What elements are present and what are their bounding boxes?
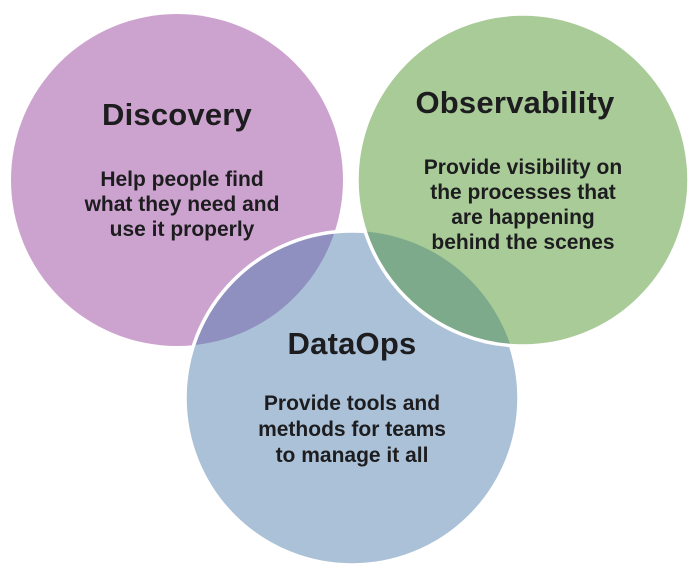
dataops-description-line: methods for teams bbox=[258, 418, 446, 441]
observability-description-line: the processes that bbox=[430, 181, 616, 204]
discovery-description-line: use it properly bbox=[109, 218, 255, 241]
observability-description-line: Provide visibility on bbox=[423, 156, 623, 179]
dataops-description-line: Provide tools and bbox=[263, 392, 441, 415]
discovery-description: Help people find what they need and use … bbox=[32, 167, 332, 242]
discovery-dataops-overlap bbox=[185, 231, 343, 346]
dataops-description: Provide tools and methods for teams to m… bbox=[202, 391, 502, 469]
dataops-description-line: to manage it all bbox=[275, 444, 429, 467]
dataops-title: DataOps bbox=[287, 326, 417, 361]
discovery-description-line: Help people find bbox=[100, 168, 264, 191]
observability-title: Observability bbox=[415, 85, 615, 120]
dataops-circle-outline bbox=[183, 229, 521, 567]
discovery-description-line: what they need and bbox=[84, 193, 280, 216]
discovery-title: Discovery bbox=[101, 97, 252, 132]
observability-dataops-overlap bbox=[357, 231, 519, 346]
observability-circle-outline bbox=[355, 12, 691, 348]
observability-description-line: behind the scenes bbox=[431, 231, 615, 254]
observability-description-line: are happening bbox=[451, 206, 595, 229]
observability-description: Provide visibility on the processes that… bbox=[373, 155, 673, 255]
